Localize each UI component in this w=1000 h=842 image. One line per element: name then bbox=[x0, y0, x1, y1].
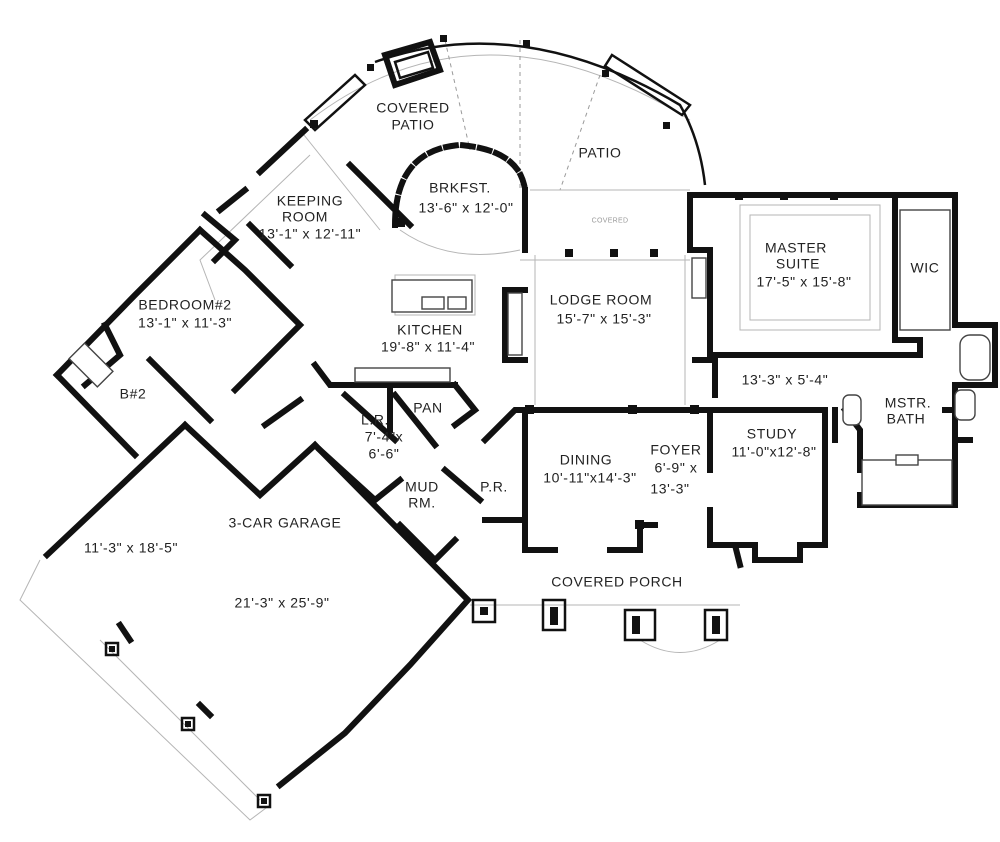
wic-label: WIC bbox=[910, 259, 940, 276]
master-suite-dims: 17'-5" x 15'-8" bbox=[756, 273, 852, 290]
covered-small-label: COVERED bbox=[591, 217, 629, 225]
master-bath-label-2: BATH bbox=[886, 410, 926, 427]
fireplace-icon bbox=[381, 38, 444, 89]
pantry-label: PAN bbox=[413, 399, 443, 416]
garage-label: 3-CAR GARAGE bbox=[228, 514, 342, 531]
garage-posts bbox=[104, 641, 272, 809]
keeping-room-label-2: ROOM bbox=[282, 208, 328, 225]
laundry-dims-2: 6'-6" bbox=[368, 445, 400, 462]
dining-label: DINING bbox=[559, 451, 613, 468]
kitchen-dims: 19'-8" x 11'-4" bbox=[380, 338, 476, 355]
bathtub-icon bbox=[959, 334, 991, 381]
toilet-icon bbox=[895, 454, 919, 466]
porch-columns bbox=[471, 598, 729, 642]
closet-shelf bbox=[899, 209, 951, 331]
shower-icon bbox=[861, 459, 953, 506]
master-bath-label: MSTR. bbox=[884, 394, 932, 411]
study-dims: 11'-0"x12'-8" bbox=[731, 443, 817, 460]
study-label: STUDY bbox=[746, 425, 798, 442]
walls bbox=[42, 125, 998, 790]
brkfst-label: BRKFST. bbox=[429, 179, 491, 196]
bath2-label: B#2 bbox=[119, 385, 147, 402]
brkfst-dims: 13'-6" x 12'-0" bbox=[418, 199, 514, 216]
brkfst-table bbox=[399, 229, 521, 255]
fireplace-lodge-icon bbox=[507, 292, 523, 356]
foyer-dims-1: 6'-9" x bbox=[654, 459, 698, 476]
keeping-room-dims: 13'-1" x 12'-11" bbox=[258, 225, 362, 242]
bedroom2-dims: 13'-1" x 11'-3" bbox=[137, 314, 233, 331]
laundry-label: L.R. bbox=[360, 411, 390, 428]
garage-dims: 21'-3" x 25'-9" bbox=[234, 594, 330, 611]
laundry-dims-1: 7'-4"x bbox=[364, 428, 404, 445]
covered-porch-label: COVERED PORCH bbox=[551, 573, 683, 590]
patio-label: PATIO bbox=[578, 144, 622, 161]
mud-room-label: MUD bbox=[405, 478, 439, 495]
foyer-dims-2: 13'-3" bbox=[650, 480, 690, 497]
kitchen-counter bbox=[354, 367, 451, 383]
covered-patio-label-2: PATIO bbox=[391, 116, 435, 133]
hall-dims: 13'-3" x 5'-4" bbox=[741, 371, 829, 388]
patio-bench bbox=[303, 73, 367, 132]
kitchen-label: KITCHEN bbox=[397, 321, 463, 338]
foyer-label: FOYER bbox=[650, 441, 702, 458]
dining-dims: 10'-11"x14'-3" bbox=[543, 469, 637, 486]
bedroom2-label: BEDROOM#2 bbox=[138, 296, 232, 313]
master-suite-label: MASTER bbox=[765, 239, 827, 256]
master-suite-label-2: SUITE bbox=[775, 255, 821, 272]
sink-icon-2 bbox=[954, 389, 976, 421]
keeping-room-label: KEEPING bbox=[276, 192, 344, 209]
lodge-room-label: LODGE ROOM bbox=[549, 291, 653, 308]
sink-icon bbox=[842, 394, 862, 426]
patio-bench-right bbox=[603, 53, 692, 117]
bath2-tub-icon bbox=[68, 342, 114, 388]
brkfst-bay bbox=[391, 141, 529, 229]
kitchen-island bbox=[391, 279, 473, 313]
garage-bay-dims: 11'-3" x 18'-5" bbox=[83, 539, 179, 556]
mud-room-label-2: RM. bbox=[408, 494, 436, 511]
lodge-room-dims: 15'-7" x 15'-3" bbox=[556, 310, 652, 327]
covered-patio-label-1: COVERED bbox=[376, 99, 450, 116]
built-in-icon bbox=[691, 257, 707, 299]
patio-outline bbox=[19, 39, 881, 821]
columns bbox=[310, 35, 838, 529]
powder-room-label: P.R. bbox=[480, 478, 508, 495]
